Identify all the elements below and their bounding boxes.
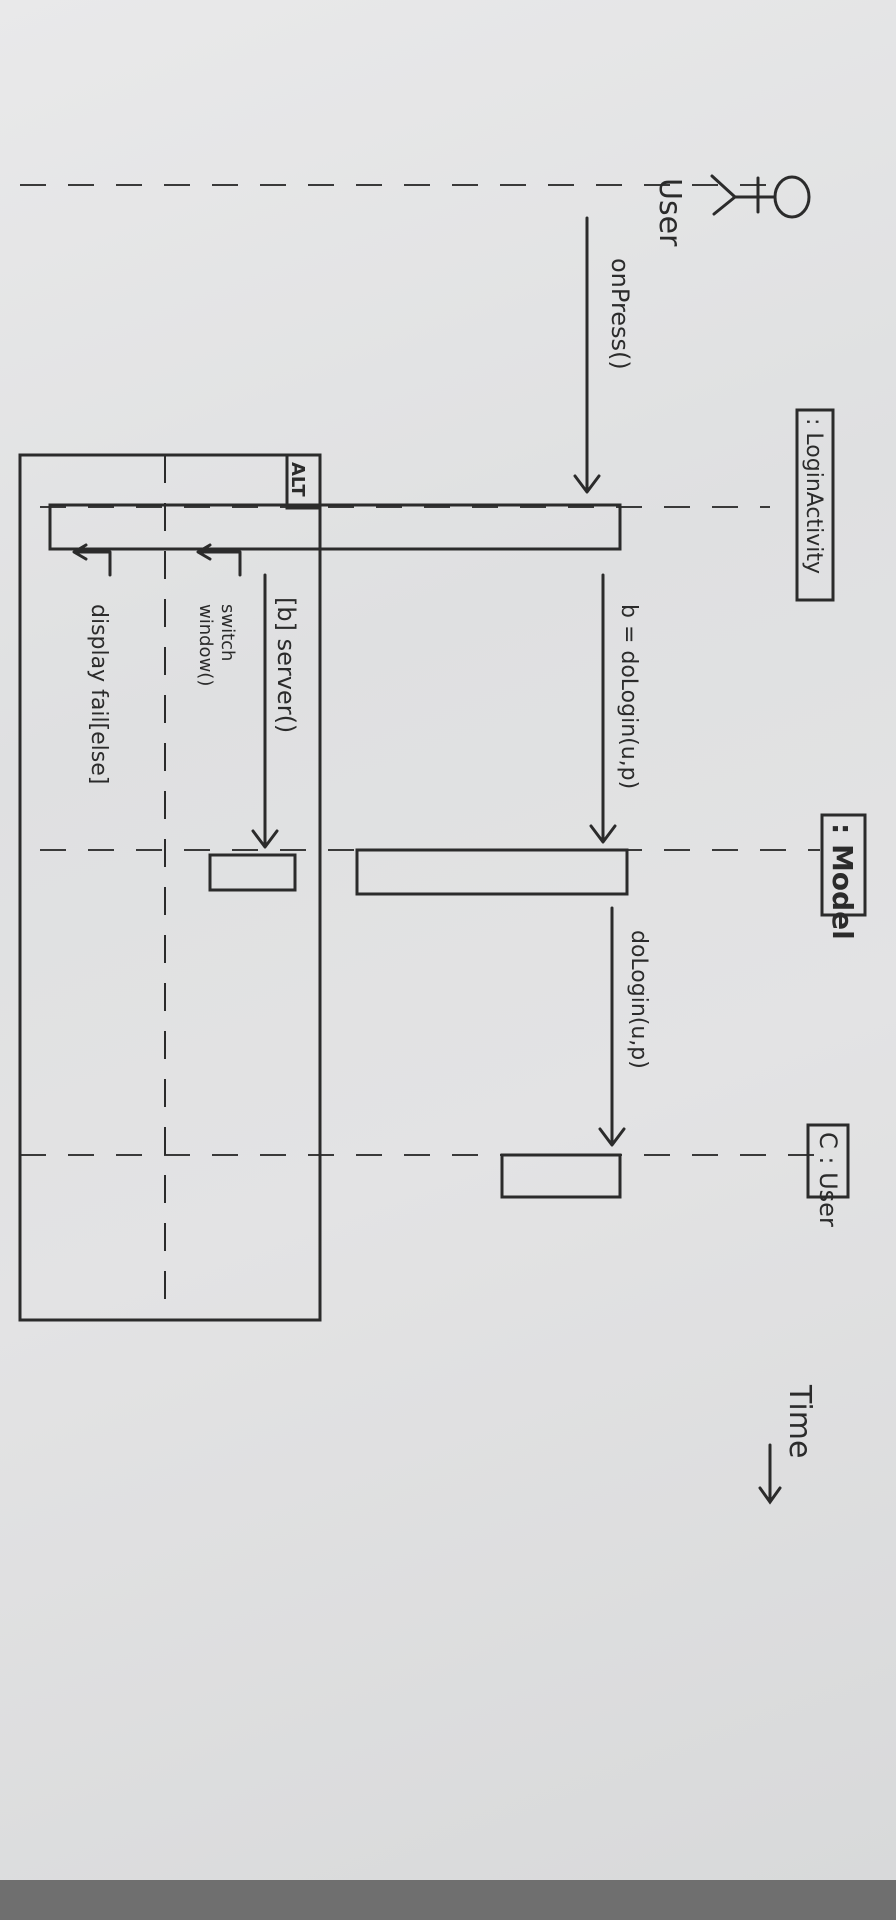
model-box bbox=[820, 813, 867, 917]
model-label: : Model bbox=[826, 823, 859, 940]
message-switch-window-arrow bbox=[198, 550, 242, 577]
message-display-fail-label: display fail[else] bbox=[86, 604, 111, 784]
message-switch-window-head bbox=[196, 543, 212, 561]
user-actor-icon bbox=[710, 174, 811, 219]
message-switch-window-label-1: switch bbox=[217, 604, 238, 661]
activation-user-object bbox=[500, 1153, 622, 1199]
message-dologin-label: doLogin(u,p) bbox=[626, 930, 651, 1069]
alt-operator-label: ALT bbox=[287, 462, 308, 497]
alt-fragment-frame bbox=[18, 453, 322, 1322]
message-display-fail-head bbox=[72, 543, 88, 561]
table-surface bbox=[0, 1880, 896, 1920]
time-arrow-icon bbox=[758, 1443, 782, 1505]
message-display-fail-arrow bbox=[73, 550, 112, 577]
login-activity-label: : LoginActivity bbox=[801, 418, 826, 574]
message-b-dologin-head bbox=[589, 824, 617, 844]
message-on-press-head bbox=[573, 474, 601, 494]
message-on-press-label: onPress() bbox=[606, 258, 634, 370]
message-switch-window-label-2: window() bbox=[195, 604, 216, 686]
login-activity-box bbox=[795, 408, 835, 602]
message-server-label: [b] server() bbox=[272, 597, 300, 733]
message-b-dologin-label: b = doLogin(u,p) bbox=[616, 604, 641, 789]
activation-model bbox=[355, 848, 629, 896]
user-object-box bbox=[806, 1123, 850, 1199]
user-object-label: C : User bbox=[814, 1132, 842, 1227]
paper-sheet bbox=[0, 0, 896, 1880]
message-server-head bbox=[251, 829, 279, 849]
activation-login-activity bbox=[48, 503, 622, 551]
message-dologin-head bbox=[598, 1127, 626, 1147]
activation-model-server bbox=[208, 853, 297, 892]
user-actor-label: User bbox=[652, 178, 687, 247]
time-axis-label: Time bbox=[782, 1384, 817, 1458]
alt-operator-tab bbox=[285, 455, 320, 510]
